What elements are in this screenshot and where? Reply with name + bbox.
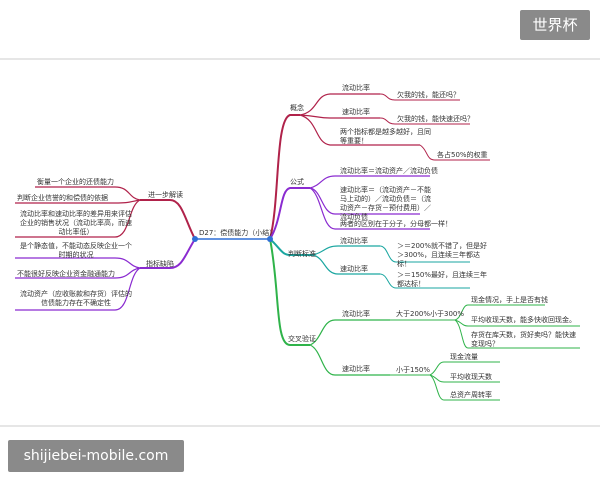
formula-item-3: 两者的区别在于分子，分母都一样！: [340, 220, 452, 228]
cross2-note-2: [429, 374, 500, 383]
further-sub-3: [15, 199, 141, 238]
cross-sub-2: [309, 344, 390, 376]
cross-cond-2: 小于150%: [396, 366, 431, 374]
cross2-note-1: [429, 361, 500, 376]
cross2-note-3: [429, 374, 500, 401]
branch-formula: [269, 187, 310, 240]
concept-item-2: 速动比率: [342, 108, 370, 116]
defect-item-2: 不能很好反映企业资金融通能力: [17, 270, 115, 278]
branch-further: [140, 199, 196, 240]
defect-sub-1: [15, 257, 141, 269]
standard-item-1: 流动比率: [340, 237, 368, 245]
branch-concept: [269, 114, 300, 240]
further-label: 进一步解读: [148, 191, 183, 199]
standard-sub-2: [312, 254, 380, 275]
cross2-note-1: 现金流量: [450, 353, 478, 361]
concept-sub-1: [299, 93, 380, 116]
formula-sub-1: [309, 175, 430, 189]
cross2-note-3: 总资产周转率: [450, 391, 492, 399]
formula-label: 公式: [290, 178, 304, 186]
top-divider: [0, 58, 600, 60]
further-sub-2: [15, 199, 141, 204]
standard-item-2: 速动比率: [340, 265, 368, 273]
concept-note-1: [379, 93, 460, 101]
formula-sub-2: [309, 187, 420, 215]
concept-label: 概念: [290, 104, 304, 112]
cross1-note-3: [454, 319, 580, 349]
concept-sub-2: [299, 114, 380, 119]
cross1-note-1: [454, 304, 545, 321]
defect-sub-3: [15, 267, 141, 311]
watermark-badge: 世界杯: [520, 10, 590, 40]
concept-note-3: [419, 144, 490, 161]
cross-sub-1: [309, 319, 390, 346]
defect-sub-2: [15, 267, 141, 279]
concept-item-1: 流动比率: [342, 84, 370, 92]
cross1-note-2: 平均收现天数，能多快收回现金。: [471, 316, 576, 324]
concept-note-2: [379, 117, 470, 125]
site-watermark: shijiebei-mobile.com: [8, 440, 184, 472]
branch-defect: [140, 238, 196, 269]
further-sub-1: [35, 186, 141, 201]
branch-cross: [269, 238, 310, 346]
cross-label: 交叉验证: [288, 335, 316, 343]
cross1-note-2: [454, 319, 580, 327]
formula-item-2: 速动比率＝（流动资产－不能马上动的）／流动负债＝（流动资产－存货－预付费用）／流…: [340, 186, 431, 221]
concept-note-2: 欠我的钱，能快速还吗？: [397, 115, 474, 123]
standard-note-1: ＞＝200%就不错了，但是好＞300%，且连续三年都达标！: [397, 242, 488, 268]
defect-item-1: 是个静态值，不能动态反映企业一个时期的状况: [20, 242, 132, 259]
formula-sub-3: [309, 187, 430, 230]
concept-note-1: 欠我的钱，能还吗？: [397, 91, 460, 99]
standard-note-2: [379, 273, 470, 289]
cross-item-1: 流动比率: [342, 310, 370, 318]
center-topic: D27：偿债能力（小结）: [199, 229, 277, 237]
formula-item-1: 流动比率＝流动资产／流动负债: [340, 167, 438, 175]
cross-item-2: 速动比率: [342, 365, 370, 373]
standard-note-1: [379, 245, 470, 263]
further-item-1: 衡量一个企业的还债能力: [37, 178, 114, 186]
concept-sub-3: [299, 114, 420, 146]
cross1-note-3: 存货在库天数，货好卖吗？能快速变现吗？: [471, 331, 576, 348]
bottom-divider: [0, 425, 600, 427]
concept-extra: 两个指标都是越多越好，且同等重要！: [340, 128, 431, 145]
defect-item-3: 流动资产（应收账款和存货）评估的信债能力存在不确定性: [20, 290, 132, 307]
defect-label: 指标缺陷: [146, 260, 174, 268]
branch-standard: [269, 238, 313, 256]
standard-sub-1: [312, 245, 380, 256]
center-node-left: [192, 236, 198, 242]
cross-cond-1: 大于200%小于300%: [396, 310, 465, 318]
further-item-2: 判断企业信誉的和偿债的依据: [17, 194, 108, 202]
concept-extra-note: 各占50%的权重: [437, 151, 488, 159]
cross2-note-2: 平均收现天数: [450, 373, 492, 381]
standard-label: 判断标准: [288, 250, 316, 258]
cross1-note-1: 现金情况，手上是否有钱: [471, 296, 548, 304]
standard-note-2: ＞＝150%最好，且连续三年都达标！: [397, 271, 488, 288]
center-node-right: [267, 236, 273, 242]
further-item-3: 流动比率和速动比率的差异用来评估企业的销售状况（流动比率高，而速动比率低）: [20, 210, 132, 236]
